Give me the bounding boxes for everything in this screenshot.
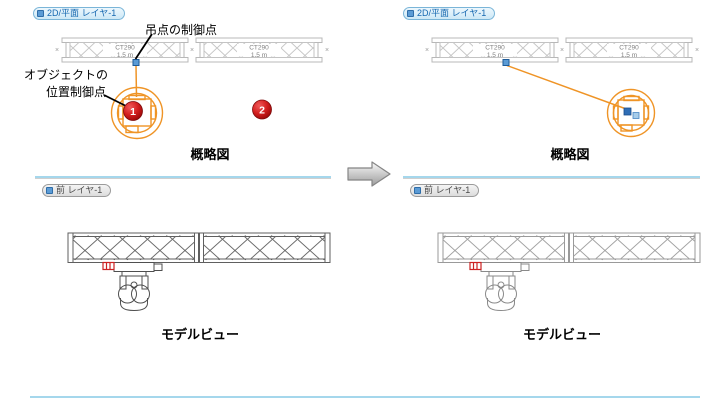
- schematic-caption-before: 概略図: [190, 147, 230, 162]
- hanger-line: [506, 64, 630, 111]
- transition-arrow-icon: [347, 161, 391, 187]
- truss-joint-marker: ×: [560, 47, 564, 54]
- viewport-tab-front-after[interactable]: 前 レイヤ-1: [410, 184, 480, 197]
- truss-joint-marker: ×: [325, 47, 329, 54]
- layer-icon: [37, 10, 44, 17]
- layer-icon: [414, 187, 421, 194]
- fixture-model[interactable]: [113, 262, 163, 312]
- object-point-annotation-line1: オブジェクトの: [24, 68, 109, 82]
- object-position-control-handle[interactable]: [623, 107, 632, 116]
- viewport-tab-2d-plan-before[interactable]: 2D/平面 レイヤ-1: [33, 7, 126, 20]
- viewport-tab-label: 前 レイヤ-1: [56, 185, 103, 195]
- object-point-annotation-line2: 位置制御点: [45, 85, 106, 99]
- badge-number: 1: [130, 106, 136, 118]
- hang-point-control-handle[interactable]: [502, 59, 510, 66]
- panel-divider-after: [403, 176, 700, 179]
- secondary-control-handle[interactable]: [632, 112, 640, 119]
- viewport-tab-label: 2D/平面 レイヤ-1: [47, 8, 117, 18]
- truss-schematic: CT290 1.5 m CT290 1.5 m × × ×: [55, 37, 329, 63]
- model-caption-after: モデルビュー: [522, 327, 601, 342]
- layer-icon: [46, 187, 53, 194]
- truss-joint-marker: ×: [425, 47, 429, 54]
- bottom-rule: [30, 396, 700, 398]
- schematic-view-before: CT290 1.5 m CT290 1.5 m × × ×: [55, 33, 329, 140]
- layer-icon: [407, 10, 414, 17]
- model-caption-before: モデルビュー: [160, 327, 239, 342]
- truss-length-label: 1.5 m: [251, 52, 267, 59]
- viewport-tab-2d-plan-after[interactable]: 2D/平面 レイヤ-1: [403, 7, 496, 20]
- truss-length-label: 1.5 m: [117, 52, 133, 59]
- panel-divider-before: [35, 176, 331, 179]
- callout-badge-1: 1: [123, 101, 143, 121]
- clamp-highlight: [469, 261, 482, 271]
- clamp-highlight: [102, 261, 115, 271]
- truss-model-label: CT290: [115, 45, 135, 52]
- truss-joint-marker: ×: [190, 47, 194, 54]
- schematic-view-after: CT290 1.5 m CT290 1.5 m × × ×: [425, 37, 699, 138]
- truss-model-label: CT290: [485, 45, 505, 52]
- schematic-caption-after: 概略図: [550, 147, 590, 162]
- truss-model-label: CT290: [249, 45, 269, 52]
- truss-schematic: CT290 1.5 m CT290 1.5 m × × ×: [425, 37, 699, 63]
- fixture-model[interactable]: [480, 262, 530, 312]
- truss-length-label: 1.5 m: [487, 52, 503, 59]
- hang-point-annotation: 吊点の制御点: [145, 23, 218, 37]
- object-point-annotation: オブジェクトの 位置制御点: [24, 66, 109, 100]
- truss-joint-marker: ×: [55, 47, 59, 54]
- fixture-symbol[interactable]: [606, 88, 656, 138]
- truss-joint-marker: ×: [695, 47, 699, 54]
- badge-number: 2: [259, 104, 265, 116]
- callout-badge-2: 2: [252, 99, 272, 120]
- truss-model: [437, 232, 701, 263]
- viewport-tab-front-before[interactable]: 前 レイヤ-1: [42, 184, 112, 197]
- truss-model-label: CT290: [619, 45, 639, 52]
- leader-line-object-point: [103, 94, 126, 107]
- truss-model: [67, 232, 331, 263]
- leader-line-hang-point: [134, 33, 153, 60]
- truss-length-label: 1.5 m: [621, 52, 637, 59]
- viewport-tab-label: 前 レイヤ-1: [424, 185, 471, 195]
- model-view-before: [67, 232, 331, 312]
- hanger-line: [135, 65, 138, 98]
- hang-point-control-handle[interactable]: [132, 59, 140, 66]
- fixture-symbol[interactable]: [110, 86, 164, 140]
- viewport-tab-label: 2D/平面 レイヤ-1: [417, 8, 487, 18]
- model-view-after: [437, 232, 701, 312]
